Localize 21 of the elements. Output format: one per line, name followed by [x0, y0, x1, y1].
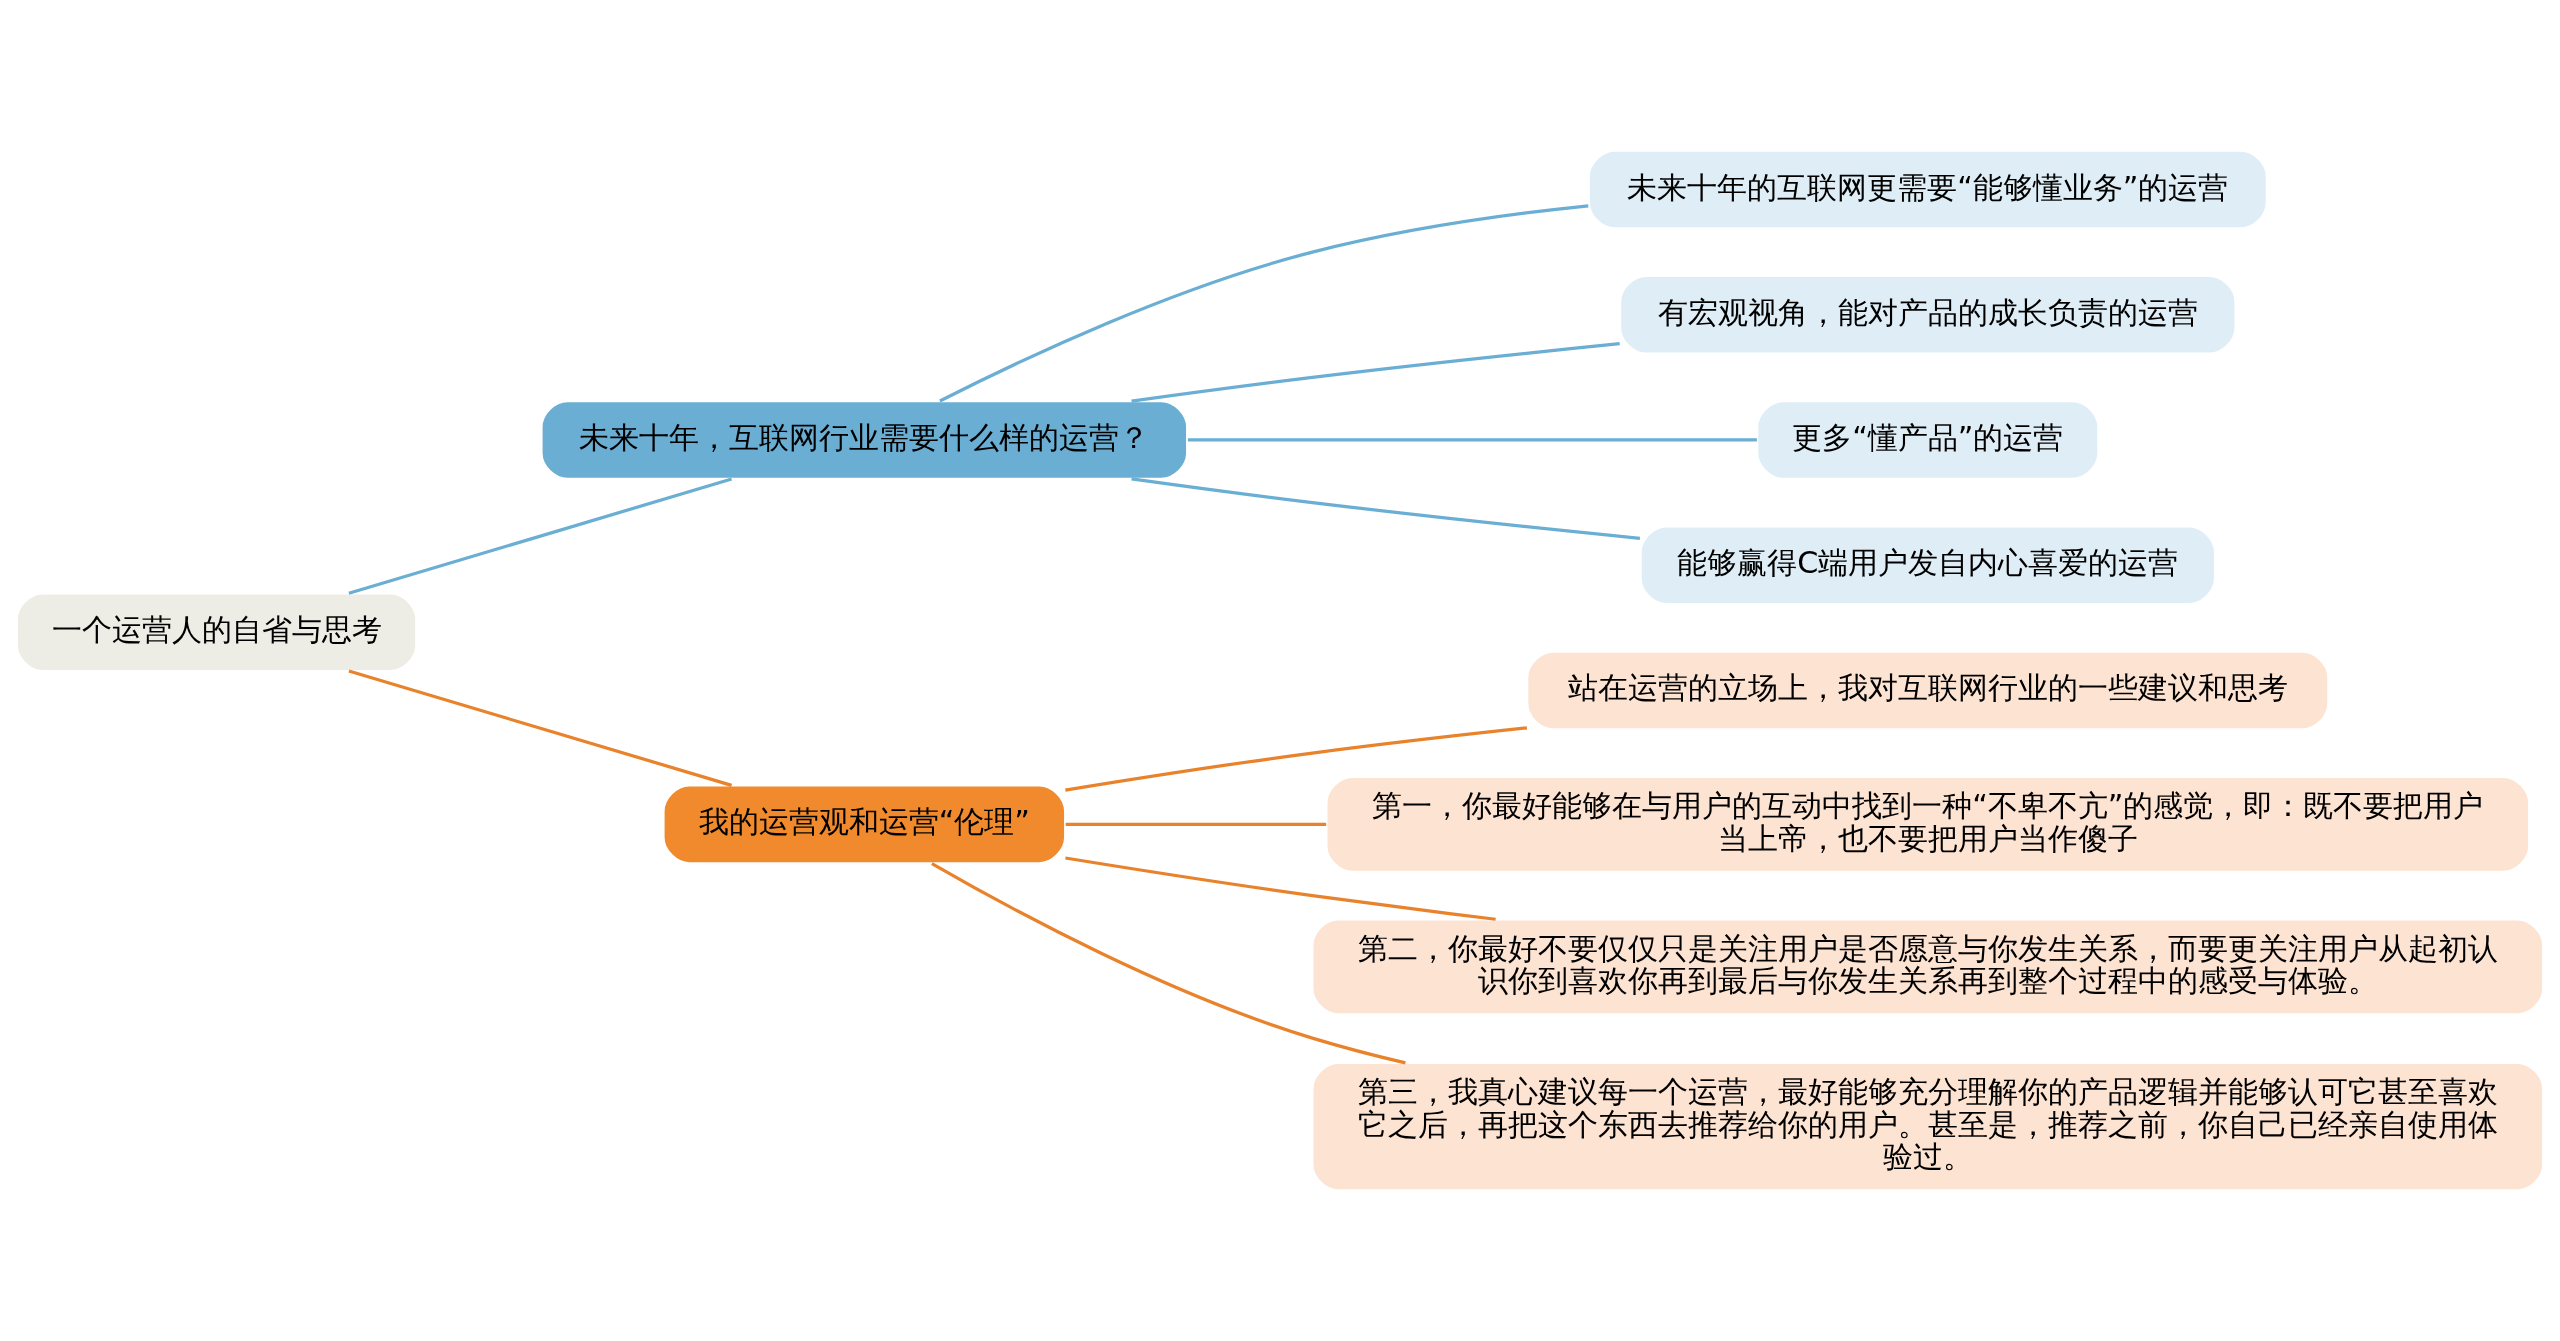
connector — [348, 669, 733, 787]
node-box: 未来十年，互联网行业需要什么样的运营？ — [540, 400, 1189, 480]
node-box: 第二，你最好不要仅仅只是关注用户是否愿意与你发生关系，而要更关注用户从起初认识你到喜欢你再到最后与你发生关系再到整个过程中的感受与体验。 — [1311, 918, 2545, 1016]
node-box: 站在运营的立场上，我对互联网行业的一些建议和思考 — [1526, 650, 2330, 731]
node-box: 有宏观视角，能对产品的成长负责的运营 — [1619, 274, 2237, 355]
connector — [348, 477, 733, 595]
connector — [1065, 856, 1496, 921]
connector — [1187, 438, 1757, 442]
connector — [931, 862, 1406, 1065]
connector — [1065, 726, 1528, 792]
node-box: 能够赢得C端用户发自内心喜爱的运营 — [1639, 525, 2217, 606]
node-box: 第三，我真心建议每一个运营，最好能够充分理解你的产品逻辑并能够认可它甚至喜欢它之后，再把这个东西去推荐给你的用户。甚至是，推荐之前，你自己已经亲自使用体验过。 — [1311, 1061, 2545, 1192]
node-box: 第一，你最好能够在与用户的互动中找到一种“不卑不亢”的感觉，即：既不要把用户当上帝，也不要把用户当作傻子 — [1325, 775, 2531, 873]
node-box: 一个运营人的自省与思考 — [15, 592, 418, 673]
connector — [1131, 342, 1620, 403]
node-box: 更多“懂产品”的运营 — [1756, 400, 2100, 480]
connector — [1065, 822, 1327, 826]
node-box: 未来十年的互联网更需要“能够懂业务”的运营 — [1587, 149, 2268, 230]
connector — [939, 204, 1589, 403]
node-box: 我的运营观和运营“伦理” — [662, 784, 1067, 865]
connector — [1131, 477, 1641, 540]
